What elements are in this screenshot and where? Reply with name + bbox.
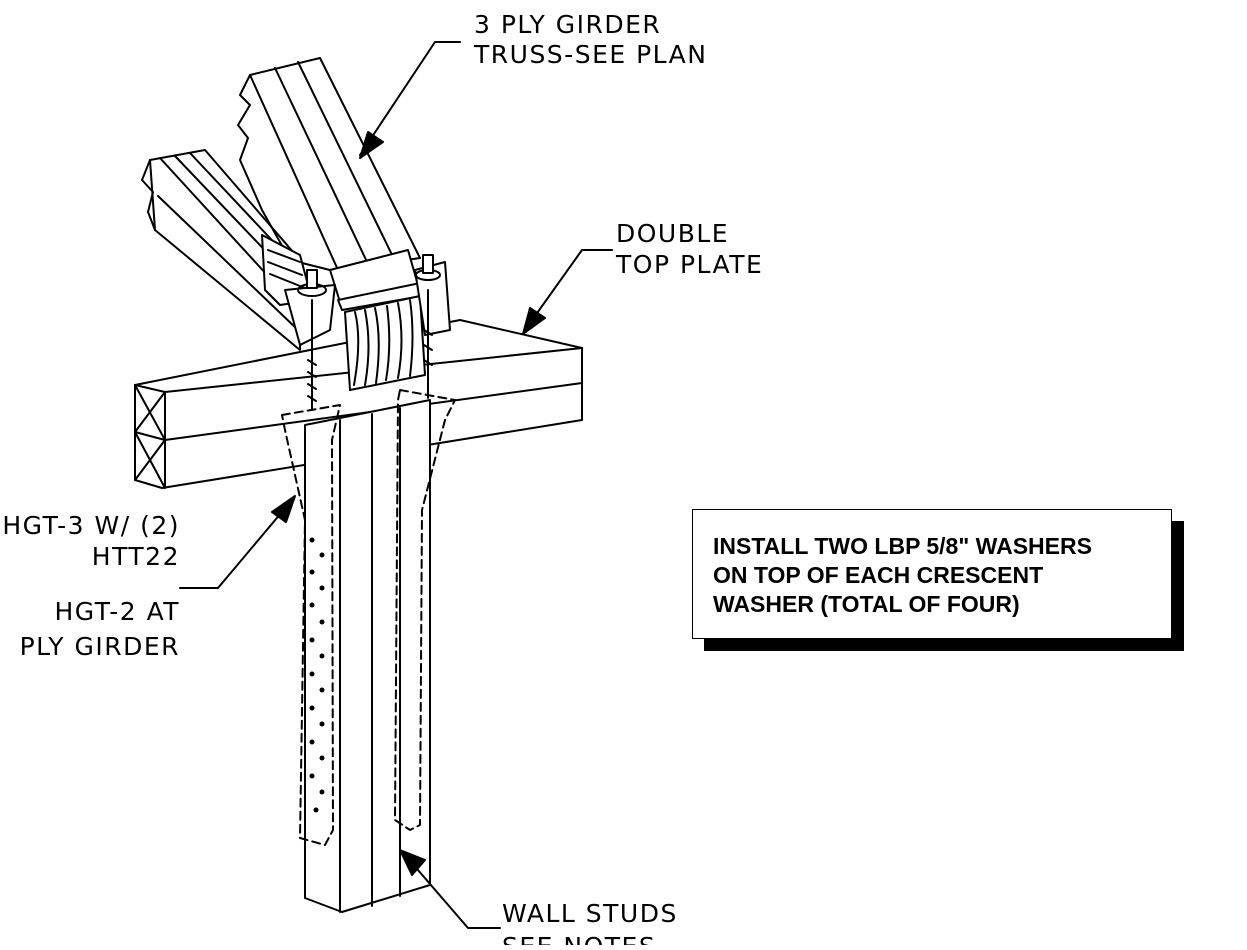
left-hardware [261,234,336,411]
washer-note-text: INSTALL TWO LBP 5/8" WASHERS ON TOP OF E… [713,533,1092,617]
label-hgt2-2: PLY GIRDER [20,632,180,661]
double-top-plate [134,249,613,489]
girder-bearing [329,249,429,391]
label-hgt3-1: HGT-3 W/ (2) [2,511,180,540]
label-plate-2: TOP PLATE [615,250,763,279]
label-hgt3-2: HTT22 [92,542,180,571]
strap-holes [309,537,325,813]
girder-truss [237,41,461,271]
wall-studs [304,399,501,929]
washer-note-box: INSTALL TWO LBP 5/8" WASHERS ON TOP OF E… [692,509,1172,639]
label-girder-2: TRUSS-SEE PLAN [473,40,708,69]
right-hardware [414,254,451,399]
label-girder-1: 3 PLY GIRDER [474,10,661,39]
secondary-truss [141,149,301,351]
strap-leader [179,495,296,589]
label-studs-1: WALL STUDS [502,899,678,928]
hgt-straps [281,389,456,846]
label-studs-2: SEE NOTES [502,932,656,945]
label-plate-1: DOUBLE [616,219,729,248]
label-hgt2-1: HGT-2 AT [54,597,180,626]
